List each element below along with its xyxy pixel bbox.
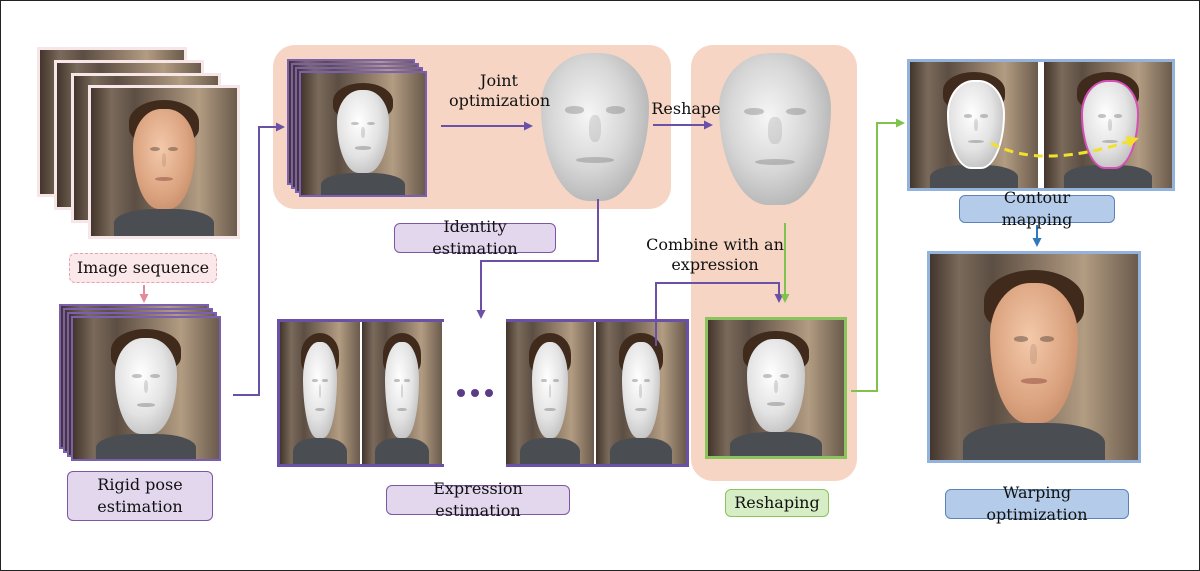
pose-frame-front [71,316,221,461]
joint-optimization-note: Joint optimization [449,71,551,110]
arrow-reshaped-to-contour [851,118,905,392]
arrow-combine-expression [655,282,784,346]
reshaping-label: Reshaping [725,489,829,517]
contour-correspondence-arrow [990,136,1139,158]
reshaped-face-model [719,53,831,205]
identity-frame-front [299,71,427,197]
identity-estimation-label: Identity estimation [394,217,556,258]
expression-frame [280,322,360,464]
contour-target-frame [1044,62,1172,188]
expression-strip [277,319,689,467]
arrow-pose-to-identity [233,122,285,396]
identity-face-model [541,53,649,201]
combine-expression-note: Combine with an expression [646,235,784,274]
reshaped-result-frame [705,317,847,459]
arrow-identity-to-expression [476,199,599,319]
ellipsis-separator [444,319,506,467]
warping-optimization-label: Warping optimization [945,483,1129,524]
expression-frame [506,322,594,464]
contour-mapping-label: Contour mapping [959,188,1115,229]
expression-frame [362,322,442,464]
sequence-frame-front [88,85,240,239]
image-sequence-label: Image sequence [69,253,217,283]
expression-estimation-label: Expression estimation [386,479,570,520]
warping-result-frame [927,251,1141,463]
contour-source-frame [910,62,1038,188]
contour-mapping-frame [907,59,1175,191]
reshape-note: Reshape [651,99,721,118]
rigid-pose-label: Rigid pose estimation [67,471,213,521]
